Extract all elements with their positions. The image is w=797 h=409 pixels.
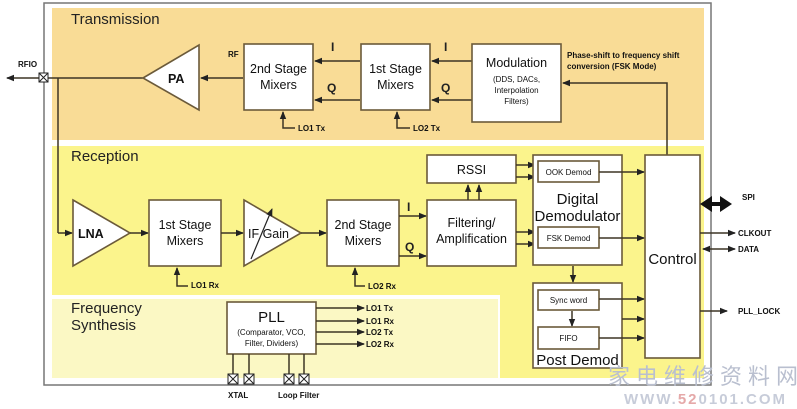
modulation-sub2: Interpolation <box>494 86 538 95</box>
watermark-url: WWW.520101.COM <box>624 391 787 408</box>
pll-sub2: Filter, Dividers) <box>245 339 299 348</box>
lna-label: LNA <box>78 227 104 241</box>
loop-filter-label: Loop Filter <box>278 391 319 400</box>
tx-i-label-1: I <box>331 40 334 54</box>
control-to-modulation-wire <box>562 79 668 155</box>
sync-word-label: Sync word <box>550 296 587 305</box>
loop-filter-pin-1-icon <box>283 373 295 385</box>
rf-label: RF <box>228 50 239 59</box>
pll-sub1: (Comparator, VCO, <box>237 328 305 337</box>
fifo-label: FIFO <box>559 334 577 343</box>
freq-synthesis-title-line2: Synthesis <box>71 317 136 334</box>
pa-amplifier <box>141 43 200 112</box>
watermark-chinese: 家电维修资料网 <box>608 365 797 390</box>
filtering-label2: Amplification <box>436 232 507 246</box>
post-demod-label: Post Demod <box>536 352 619 369</box>
lna-amplifier <box>72 198 132 268</box>
rssi-block <box>426 154 517 184</box>
rfio-label: RFIO <box>18 60 37 69</box>
reception-title: Reception <box>71 148 139 165</box>
clkout-label: CLKOUT <box>738 229 771 238</box>
lo2-tx-wire <box>393 111 410 129</box>
tx-q-label-2: Q <box>441 81 450 95</box>
tx-mixer2-label2: Mixers <box>260 78 297 92</box>
rx-i-label: I <box>407 200 410 214</box>
loop-filter-pin-2-icon <box>298 373 310 385</box>
lo2-tx-label: LO2 Tx <box>413 124 441 133</box>
lo2-rx-label: LO2 Rx <box>368 282 397 291</box>
pll-output-lo2-tx: LO2 Tx <box>366 328 394 337</box>
lo1-rx-label: LO1 Rx <box>191 281 220 290</box>
rssi-label: RSSI <box>457 163 486 177</box>
rx-mixer2-label1: 2nd Stage <box>335 218 392 232</box>
digital-demod-label2: Demodulator <box>535 208 621 225</box>
sync-word-block <box>537 289 600 311</box>
pa-label: PA <box>168 72 184 86</box>
modulation-sub1: (DDS, DACs, <box>493 75 540 84</box>
rx-mixer1-label2: Mixers <box>167 234 204 248</box>
if-gain-amplifier <box>243 198 303 268</box>
pll-output-lo2-rx: LO2 Rx <box>366 340 395 349</box>
ook-demod-label: OOK Demod <box>546 168 592 177</box>
pll-output-lo1-tx: LO1 Tx <box>366 304 394 313</box>
digital-demod-label1: Digital <box>557 191 599 208</box>
control-block <box>644 154 701 359</box>
lo1-tx-wire <box>279 111 295 129</box>
rx-mixer1-block <box>148 199 222 267</box>
filtering-amplification-block <box>426 199 517 267</box>
control-label: Control <box>648 251 696 268</box>
lo1-rx-wire <box>173 267 188 287</box>
pll-block <box>226 301 317 355</box>
variable-gain-arrow-icon <box>250 208 273 260</box>
pll-output-lo1-rx: LO1 Rx <box>366 317 395 326</box>
transmission-title: Transmission <box>71 11 160 28</box>
xtal-pin-2-icon <box>243 373 255 385</box>
lo1-tx-label: LO1 Tx <box>298 124 326 133</box>
filtering-label1: Filtering/ <box>448 216 496 230</box>
spi-label: SPI <box>742 193 755 202</box>
tx-mixer1-block <box>360 43 431 111</box>
modulation-title: Modulation <box>486 56 547 70</box>
pll-title: PLL <box>258 309 285 326</box>
fsk-note-line1: Phase-shift to frequency shift <box>567 51 680 60</box>
tx-mixer1-label1: 1st Stage <box>369 62 422 76</box>
rx-mixer1-label1: 1st Stage <box>159 218 212 232</box>
tx-mixer2-label1: 2nd Stage <box>250 62 307 76</box>
tx-i-label-2: I <box>444 40 447 54</box>
lo2-rx-wire <box>351 267 365 287</box>
xtal-pin-1-icon <box>227 373 239 385</box>
tx-mixer2-block <box>243 43 314 111</box>
tx-q-label-1: Q <box>327 81 336 95</box>
rfio-pin-icon <box>38 72 49 83</box>
tx-mixer1-label2: Mixers <box>377 78 414 92</box>
modulation-sub3: Filters) <box>504 97 529 106</box>
if-gain-label: IF Gain <box>248 227 289 241</box>
freq-synthesis-title-line1: Frequency <box>71 300 142 317</box>
data-label: DATA <box>738 245 759 254</box>
spi-bidirectional-arrow-icon <box>700 196 732 212</box>
modulation-block <box>471 43 562 123</box>
pll-lock-label: PLL_LOCK <box>738 307 780 316</box>
rx-mixer2-label2: Mixers <box>345 234 382 248</box>
rx-q-label: Q <box>405 240 414 254</box>
rx-mixer2-block <box>326 199 400 267</box>
fsk-note-line2: conversion (FSK Mode) <box>567 62 657 71</box>
xtal-label: XTAL <box>228 391 248 400</box>
fsk-demod-label: FSK Demod <box>547 234 591 243</box>
